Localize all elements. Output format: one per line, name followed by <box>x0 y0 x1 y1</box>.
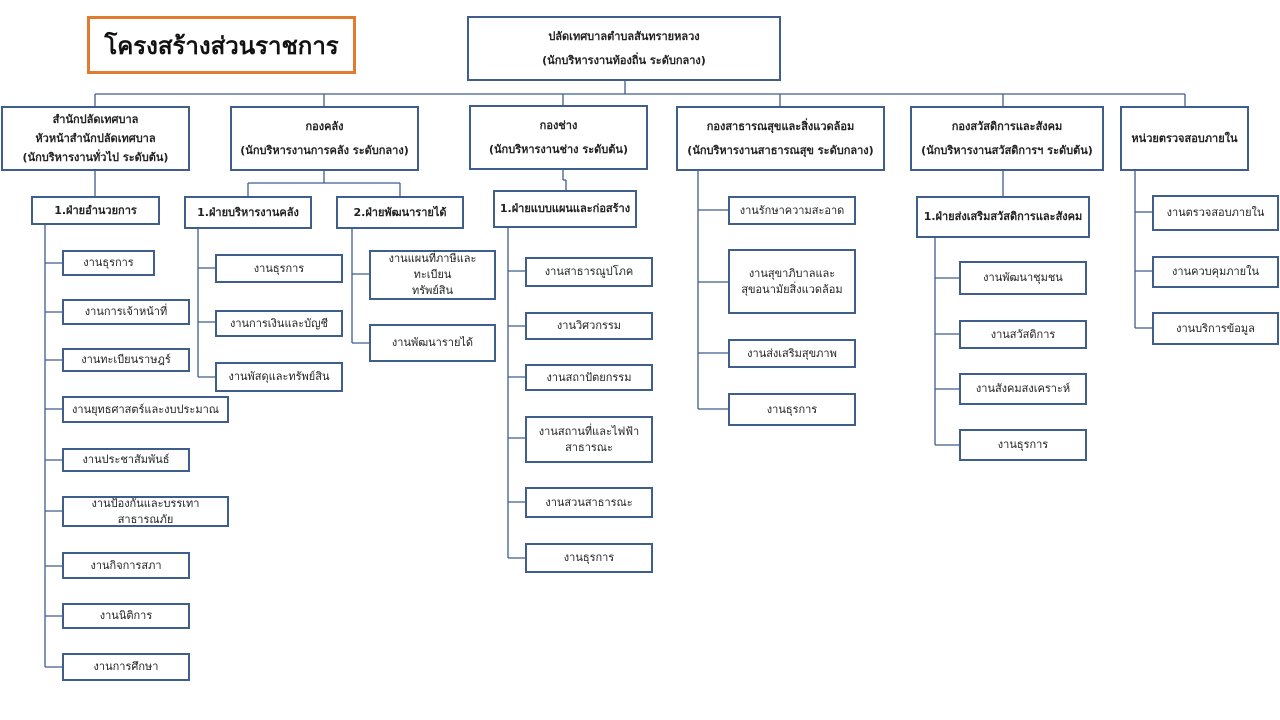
revenue-unit-line: งานแผนที่ภาษีและทะเบียน <box>388 252 477 282</box>
audit-unit: งานควบคุมภายใน <box>1152 256 1279 288</box>
design-unit-line: สาธารณะ <box>565 440 613 454</box>
finance-admin-unit: งานการเงินและบัญชี <box>215 310 343 337</box>
welfare-unit: งานธุรการ <box>959 429 1087 461</box>
section-revenue-development: 2.ฝ่ายพัฒนารายได้ <box>336 196 464 229</box>
health-unit-line: งานสุขาภิบาลและ <box>748 266 836 280</box>
finance-admin-unit: งานพัสดุและทรัพย์สิน <box>215 362 343 392</box>
top-executive-level: (นักบริหารงานท้องถิ่น ระดับกลาง) <box>542 53 706 67</box>
design-unit: งานวิศวกรรม <box>525 312 653 340</box>
health-unit: งานรักษาความสะอาด <box>728 196 856 225</box>
admin-unit: งานธุรการ <box>62 250 155 276</box>
admin-unit: งานการศึกษา <box>62 653 190 681</box>
top-executive-name: ปลัดเทศบาลตำบลสันทรายหลวง <box>548 30 700 44</box>
design-unit: งานสาธารณูปโภค <box>525 257 653 287</box>
division-engineering-level: (นักบริหารงานช่าง ระดับต้น) <box>489 142 628 156</box>
health-unit-line: งานส่งเสริมสุขภาพ <box>747 346 837 360</box>
design-unit-line: งานธุรการ <box>563 551 615 565</box>
admin-unit: งานยุทธศาสตร์และงบประมาณ <box>62 396 229 423</box>
health-unit-line: สุขอนามัยสิ่งแวดล้อม <box>741 282 843 296</box>
health-unit-line: งานธุรการ <box>766 402 818 416</box>
design-unit-line: งานวิศวกรรม <box>556 319 622 333</box>
division-office-of-clerk: สำนักปลัดเทศบาล หัวหน้าสำนักปลัดเทศบาล (… <box>1 106 190 171</box>
audit-unit: งานบริการข้อมูล <box>1152 312 1279 345</box>
finance-admin-unit: งานธุรการ <box>215 254 343 283</box>
design-unit-line: งานสถานที่และไฟฟ้า <box>538 424 640 438</box>
division-finance-level: (นักบริหารงานการคลัง ระดับกลาง) <box>240 143 409 157</box>
admin-unit: งานกิจการสภา <box>62 552 190 579</box>
revenue-unit: งานพัฒนารายได้ <box>369 324 496 362</box>
division-finance-name: กองคลัง <box>305 120 344 134</box>
health-unit-line: งานรักษาความสะอาด <box>739 203 845 217</box>
division-engineering: กองช่าง (นักบริหารงานช่าง ระดับต้น) <box>469 105 648 170</box>
health-unit: งานส่งเสริมสุขภาพ <box>728 339 856 368</box>
top-executive-box: ปลัดเทศบาลตำบลสันทรายหลวง (นักบริหารงานท… <box>467 16 781 81</box>
admin-unit: งานการเจ้าหน้าที่ <box>62 299 190 325</box>
welfare-unit: งานสวัสดิการ <box>959 320 1087 349</box>
design-unit: งานสวนสาธารณะ <box>525 487 653 518</box>
division-office-of-clerk-level: (นักบริหารงานทั่วไป ระดับต้น) <box>22 151 169 165</box>
division-public-health-name: กองสาธารณสุขและสิ่งแวดล้อม <box>706 120 855 134</box>
design-unit-line: งานสาธารณูปโภค <box>544 265 634 279</box>
welfare-unit: งานพัฒนาชุมชน <box>959 261 1087 295</box>
division-social-welfare: กองสวัสดิการและสังคม (นักบริหารงานสวัสดิ… <box>910 106 1104 171</box>
health-unit: งานสุขาภิบาลและ สุขอนามัยสิ่งแวดล้อม <box>728 249 856 314</box>
division-internal-audit-name: หน่วยตรวจสอบภายใน <box>1131 131 1238 145</box>
admin-unit: งานประชาสัมพันธ์ <box>62 448 190 472</box>
design-unit-line: งานสวนสาธารณะ <box>545 495 633 509</box>
division-office-of-clerk-head: หัวหน้าสำนักปลัดเทศบาล <box>35 131 156 145</box>
division-finance: กองคลัง (นักบริหารงานการคลัง ระดับกลาง) <box>230 106 419 171</box>
section-welfare-promotion: 1.ฝ่ายส่งเสริมสวัสดิการและสังคม <box>916 196 1090 238</box>
division-office-of-clerk-name: สำนักปลัดเทศบาล <box>52 112 139 126</box>
revenue-unit: งานแผนที่ภาษีและทะเบียน ทรัพย์สิน <box>369 250 496 300</box>
design-unit: งานสถานที่และไฟฟ้า สาธารณะ <box>525 416 653 463</box>
revenue-unit-line: งานพัฒนารายได้ <box>391 336 474 350</box>
revenue-unit-line: ทรัพย์สิน <box>411 283 454 297</box>
division-social-welfare-name: กองสวัสดิการและสังคม <box>951 120 1063 134</box>
audit-unit: งานตรวจสอบภายใน <box>1152 195 1279 231</box>
division-social-welfare-level: (นักบริหารงานสวัสดิการฯ ระดับต้น) <box>921 143 1093 157</box>
section-administration: 1.ฝ่ายอำนวยการ <box>31 196 160 225</box>
design-unit: งานสถาปัตยกรรม <box>525 364 653 391</box>
division-public-health: กองสาธารณสุขและสิ่งแวดล้อม (นักบริหารงาน… <box>676 106 885 171</box>
division-engineering-name: กองช่าง <box>539 119 578 133</box>
admin-unit: งานป้องกันและบรรเทาสาธารณภัย <box>62 496 229 527</box>
division-internal-audit: หน่วยตรวจสอบภายใน <box>1120 106 1249 171</box>
welfare-unit: งานสังคมสงเคราะห์ <box>959 373 1087 405</box>
health-unit: งานธุรการ <box>728 393 856 426</box>
section-finance-admin: 1.ฝ่ายบริหารงานคลัง <box>184 196 312 229</box>
section-design-construction: 1.ฝ่ายแบบแผนและก่อสร้าง <box>493 190 637 228</box>
design-unit-line: งานสถาปัตยกรรม <box>546 370 632 384</box>
chart-title: โครงสร้างส่วนราชการ <box>87 16 356 74</box>
division-public-health-level: (นักบริหารงานสาธารณสุข ระดับกลาง) <box>687 143 874 157</box>
admin-unit: งานนิติการ <box>62 603 190 629</box>
design-unit: งานธุรการ <box>525 543 653 573</box>
admin-unit: งานทะเบียนราษฎร์ <box>62 348 190 372</box>
